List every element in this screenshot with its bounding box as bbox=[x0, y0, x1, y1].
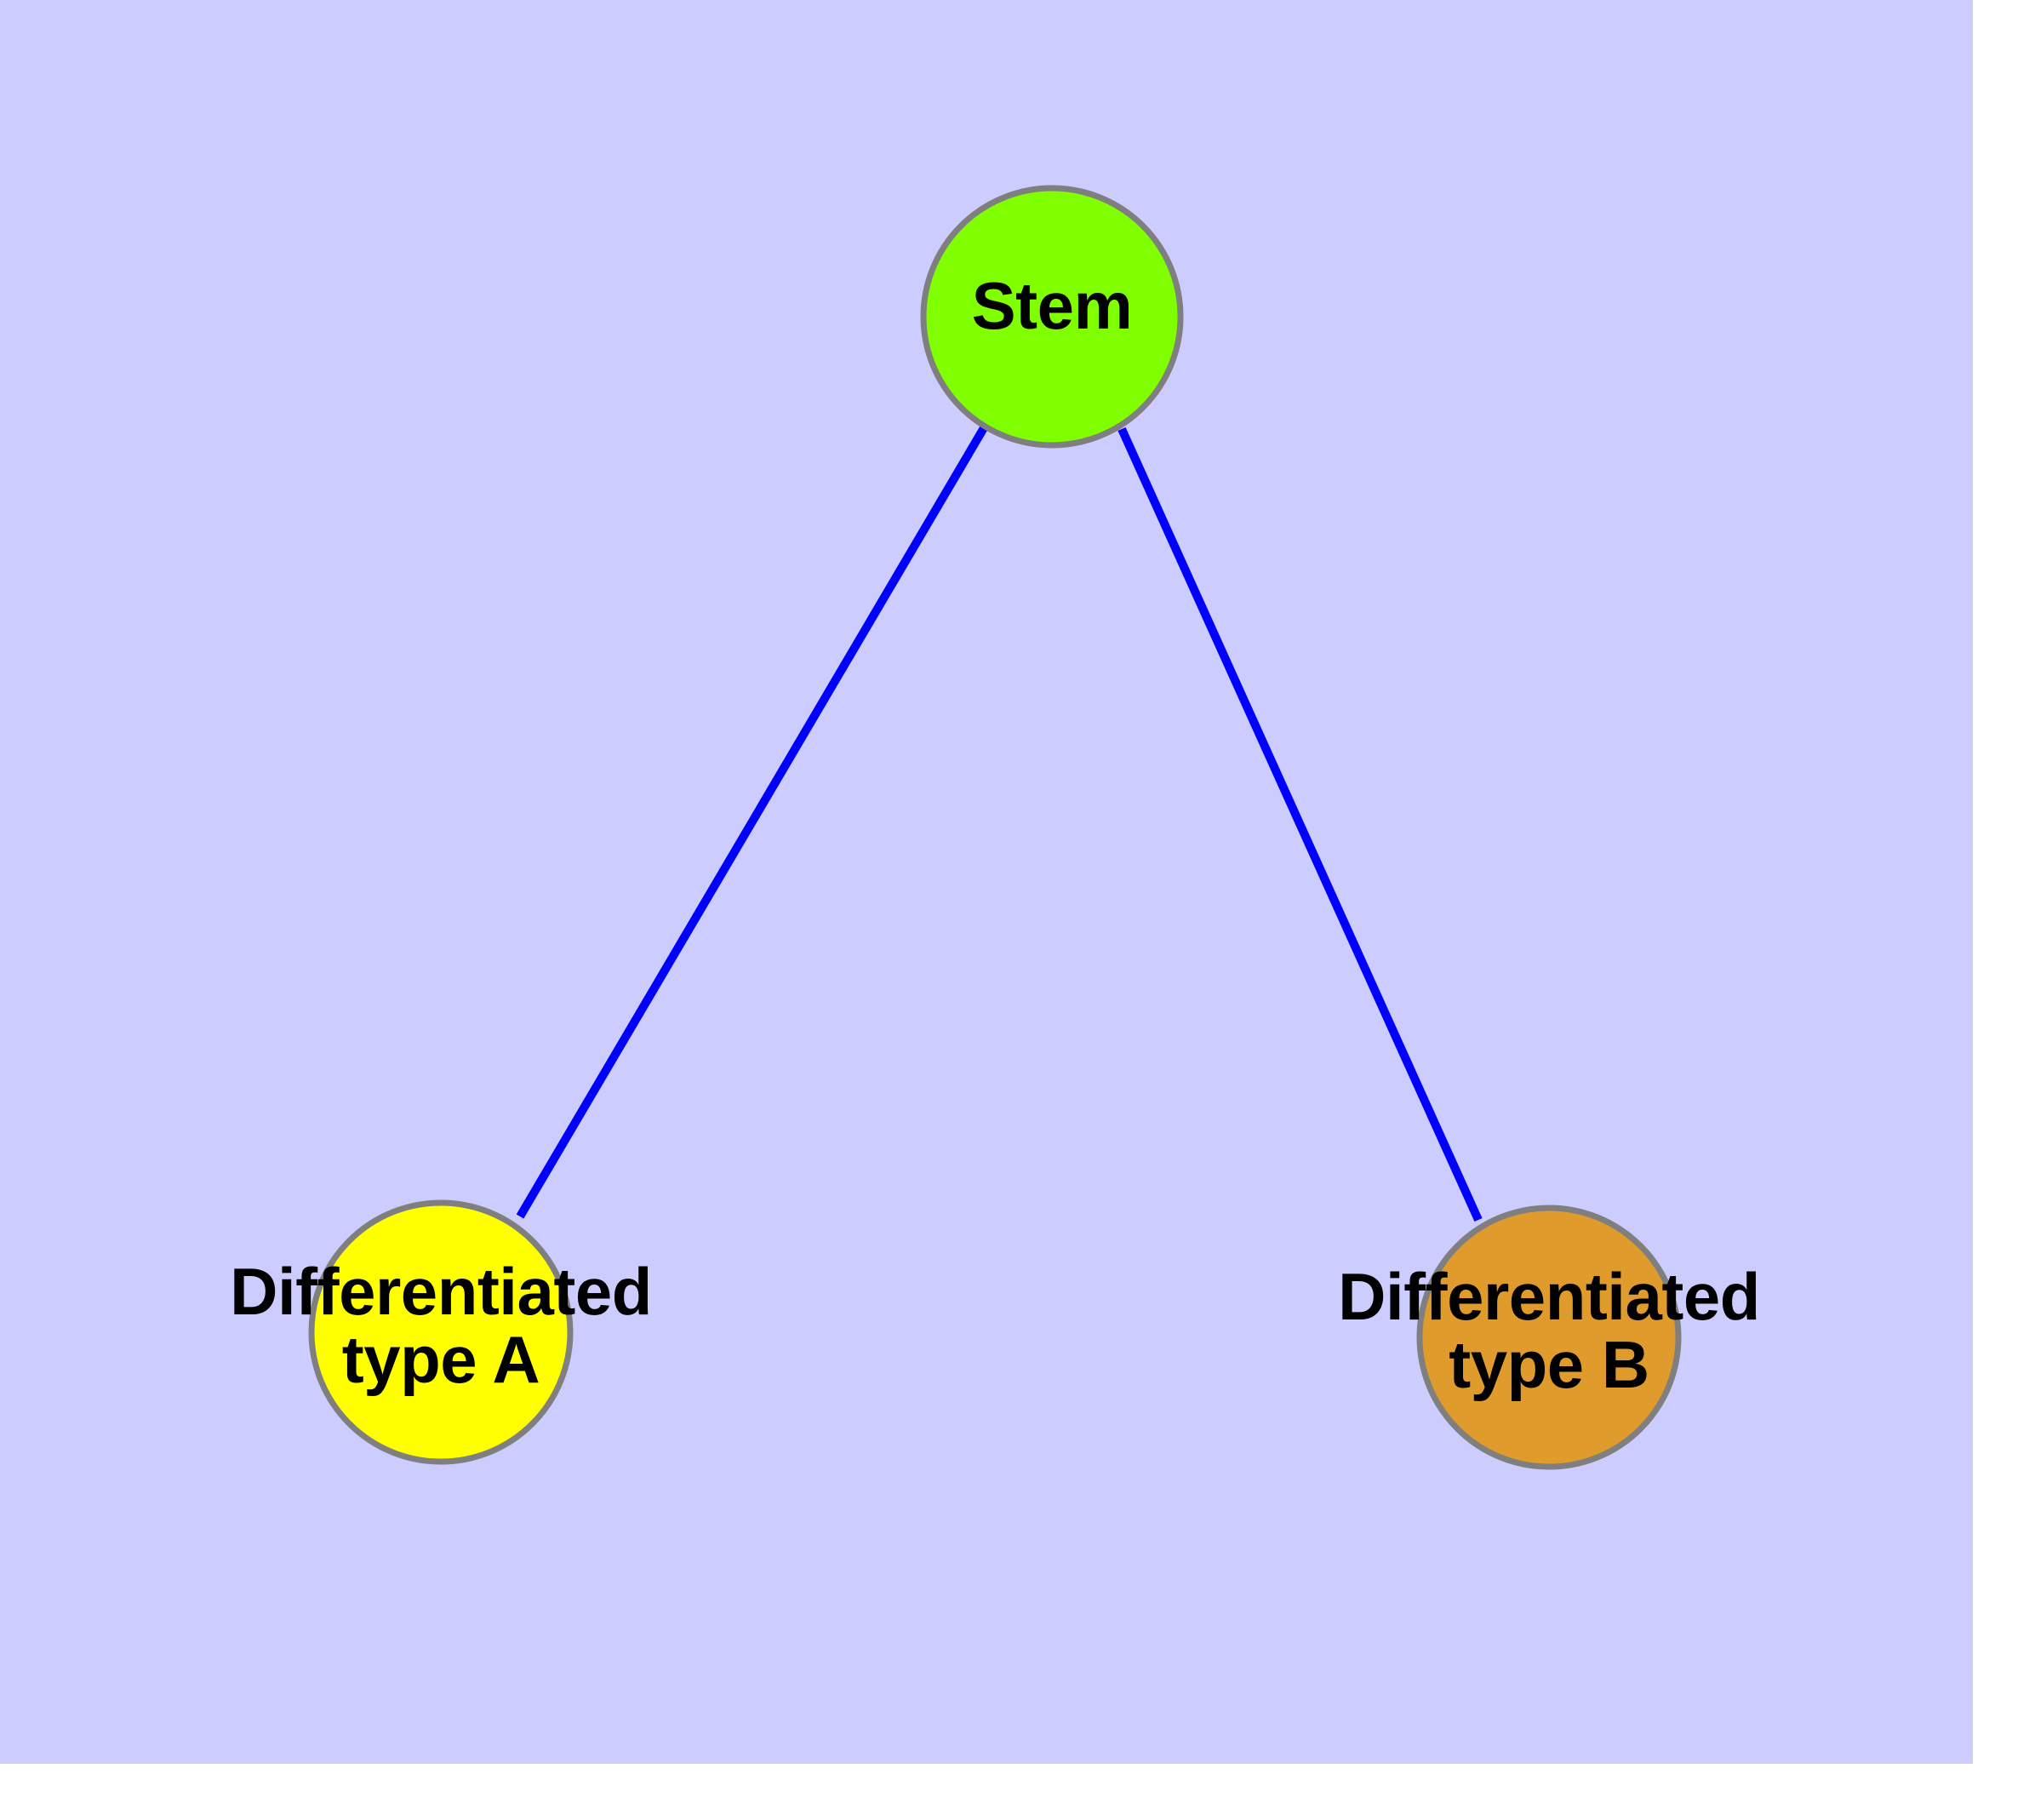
node-diff-b-circle[interactable] bbox=[1416, 1205, 1682, 1470]
edge-layer bbox=[516, 424, 1483, 1222]
node-diff-a-circle[interactable] bbox=[308, 1199, 574, 1465]
node-layer bbox=[308, 185, 1682, 1470]
edge-stem-to-type-a[interactable] bbox=[516, 424, 989, 1219]
node-stem-circle[interactable] bbox=[920, 185, 1184, 449]
edge-stem-to-type-b[interactable] bbox=[1117, 426, 1483, 1222]
